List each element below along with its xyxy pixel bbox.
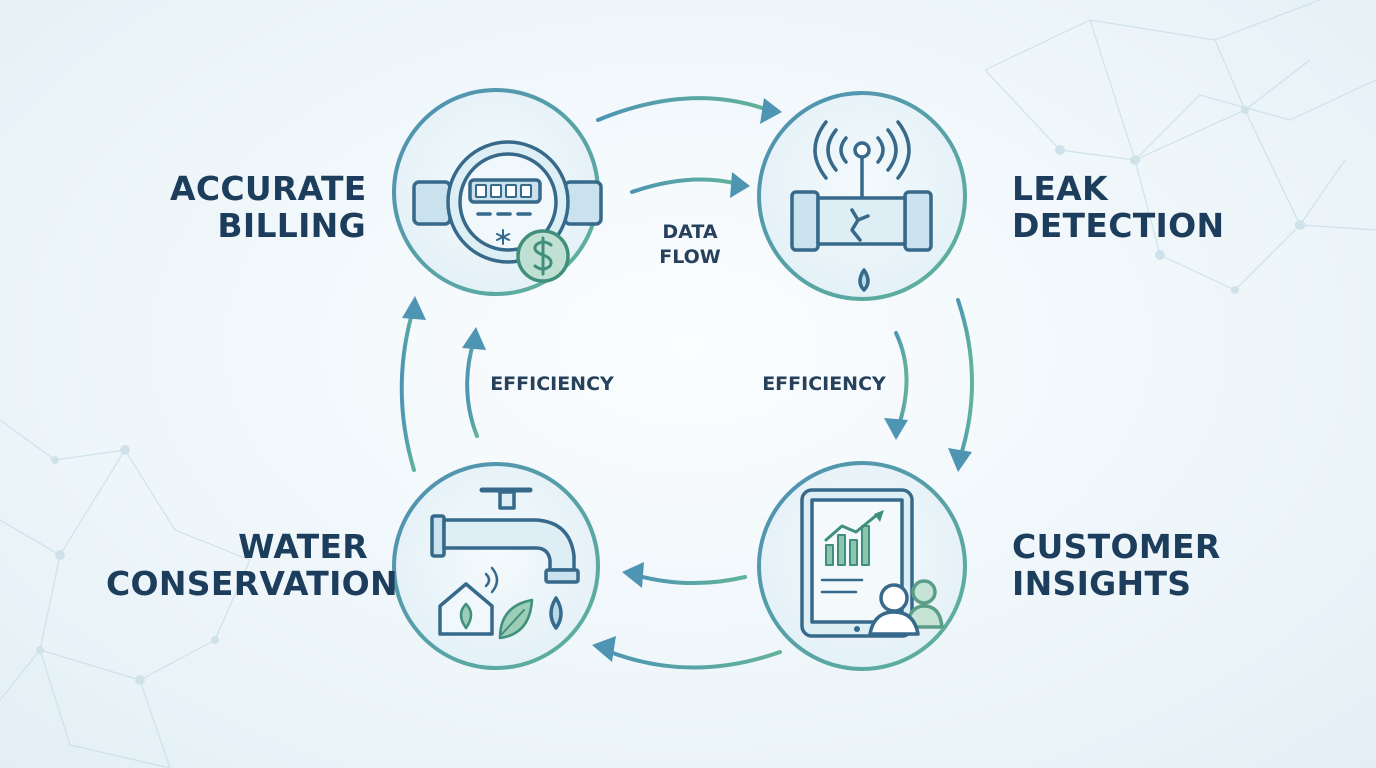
- label-accurate-billing-line1: ACCURATE: [170, 169, 367, 208]
- label-leak-detection: LEAK DETECTION: [1012, 170, 1224, 244]
- label-accurate-billing: ACCURATE BILLING: [170, 170, 366, 244]
- arrowhead-icon: [884, 418, 908, 440]
- arrowhead-icon: [622, 562, 644, 588]
- arrowhead-icon: [462, 327, 486, 350]
- flow-label-efficiency-left: EFFICIENCY: [490, 373, 614, 395]
- label-customer-insights-line2: INSIGHTS: [1012, 564, 1192, 603]
- arrow-conservation-to-billing-inner: [465, 338, 479, 438]
- faucet-home-leaf-icon: [430, 487, 580, 640]
- arrowhead-icon: [592, 636, 616, 662]
- arrowhead-icon: [948, 448, 972, 472]
- arrow-billing-to-leak-outer: [596, 96, 770, 122]
- label-water-conservation-line2: CONSERVATION: [106, 564, 398, 603]
- arrow-insights-to-conservation-inner: [633, 573, 747, 586]
- flow-label-efficiency-right: EFFICIENCY: [762, 373, 886, 395]
- flow-label-data-flow: DATA FLOW: [640, 220, 740, 270]
- tablet-chart-users-icon: [800, 488, 944, 638]
- label-customer-insights-line1: CUSTOMER: [1012, 527, 1221, 566]
- arrowhead-icon: [402, 296, 426, 320]
- leaking-pipe-sensor-icon: [790, 120, 933, 292]
- label-accurate-billing-line2: BILLING: [217, 206, 366, 245]
- flow-label-data-flow-line2: FLOW: [659, 246, 721, 268]
- arrow-billing-to-leak-inner: [630, 177, 740, 194]
- flow-arrows: [399, 96, 974, 670]
- flow-label-data-flow-line1: DATA: [662, 221, 718, 243]
- arrow-leak-to-insights-outer: [956, 298, 974, 460]
- arrowhead-icon: [730, 172, 750, 198]
- label-customer-insights: CUSTOMER INSIGHTS: [1012, 528, 1221, 602]
- label-leak-detection-line1: LEAK: [1012, 169, 1108, 208]
- arrowhead-icon: [760, 98, 782, 124]
- water-meter-dollar-icon: [412, 140, 603, 283]
- arrow-conservation-to-billing-outer: [399, 308, 416, 472]
- arrow-leak-to-insights-inner: [894, 331, 909, 430]
- arrow-heads: [402, 98, 972, 662]
- arrow-insights-to-conservation-outer: [603, 648, 782, 670]
- label-water-conservation-line1: WATER: [238, 527, 368, 566]
- background-network-nodes: [36, 106, 1305, 685]
- label-leak-detection-line2: DETECTION: [1012, 206, 1225, 245]
- label-water-conservation: WATER CONSERVATION: [106, 527, 398, 603]
